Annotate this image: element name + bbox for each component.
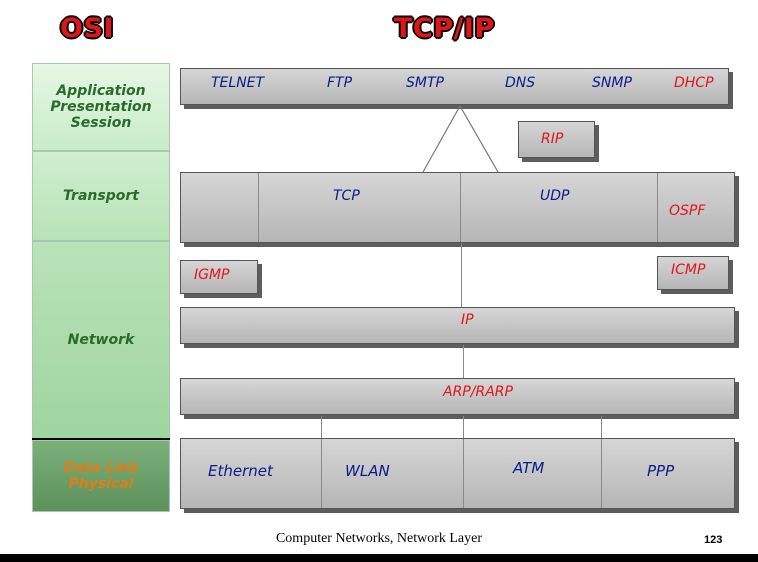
link-layer-bar <box>180 438 735 509</box>
osi-datalink: Data Link <box>63 460 139 476</box>
page-number: 123 <box>704 534 723 546</box>
atm-label: ATM <box>513 459 545 477</box>
osi-application: Application <box>56 83 146 99</box>
ip-arp-connector <box>463 345 464 378</box>
osi-session: Session <box>70 115 132 131</box>
icmp-box <box>657 256 729 290</box>
footer-text: Computer Networks, Network Layer <box>275 531 483 546</box>
osi-network-label: Network <box>67 332 135 348</box>
udp-label: UDP <box>540 188 570 204</box>
ftp-label: FTP <box>327 75 353 91</box>
osi-column: Application Presentation Session Transpo… <box>32 63 172 512</box>
rip-box <box>518 121 595 158</box>
osi-presentation: Presentation <box>50 99 152 115</box>
rip-label: RIP <box>541 131 564 147</box>
smtp-label: SMTP <box>406 75 444 91</box>
ospf-label: OSPF <box>669 203 706 219</box>
osi-transport: Transport <box>32 151 170 241</box>
link-divider-3 <box>601 439 602 508</box>
dhcp-label: DHCP <box>674 75 714 91</box>
osi-network: Network <box>32 241 170 439</box>
application-bar <box>180 68 729 105</box>
osi-physical: Physical <box>68 476 134 492</box>
osi-divider <box>32 438 170 440</box>
transport-divider-3 <box>657 173 658 242</box>
arp-link-connector-1 <box>321 416 322 438</box>
arp-link-connector-2 <box>463 416 464 438</box>
ppp-label: PPP <box>647 462 675 480</box>
wlan-label: WLAN <box>345 462 390 480</box>
arp-rarp-label: ARP/RARP <box>443 384 513 400</box>
dns-label: DNS <box>505 75 536 91</box>
osi-upper-layers: Application Presentation Session <box>32 63 170 151</box>
link-divider-1 <box>321 439 322 508</box>
osi-header: OSI <box>60 13 114 44</box>
link-divider-2 <box>463 439 464 508</box>
transport-bar <box>180 172 735 243</box>
tcp-label: TCP <box>333 188 360 204</box>
ip-bar <box>180 307 735 344</box>
transport-divider-1 <box>258 173 259 242</box>
snmp-label: SNMP <box>592 75 632 91</box>
udp-ip-connector <box>461 243 462 307</box>
transport-divider-2 <box>460 173 461 242</box>
ip-label: IP <box>461 312 474 328</box>
arp-link-connector-3 <box>601 416 602 438</box>
osi-datalink-physical: Data Link Physical <box>32 440 170 512</box>
igmp-label: IGMP <box>194 267 230 283</box>
ethernet-label: Ethernet <box>208 462 273 480</box>
icmp-label: ICMP <box>671 262 706 278</box>
telnet-label: TELNET <box>211 75 265 91</box>
arp-rarp-bar <box>180 378 735 415</box>
tcpip-header: TCP/IP <box>394 13 495 44</box>
osi-transport-label: Transport <box>63 188 139 204</box>
igmp-box <box>180 260 258 294</box>
bottom-bar <box>0 554 758 562</box>
